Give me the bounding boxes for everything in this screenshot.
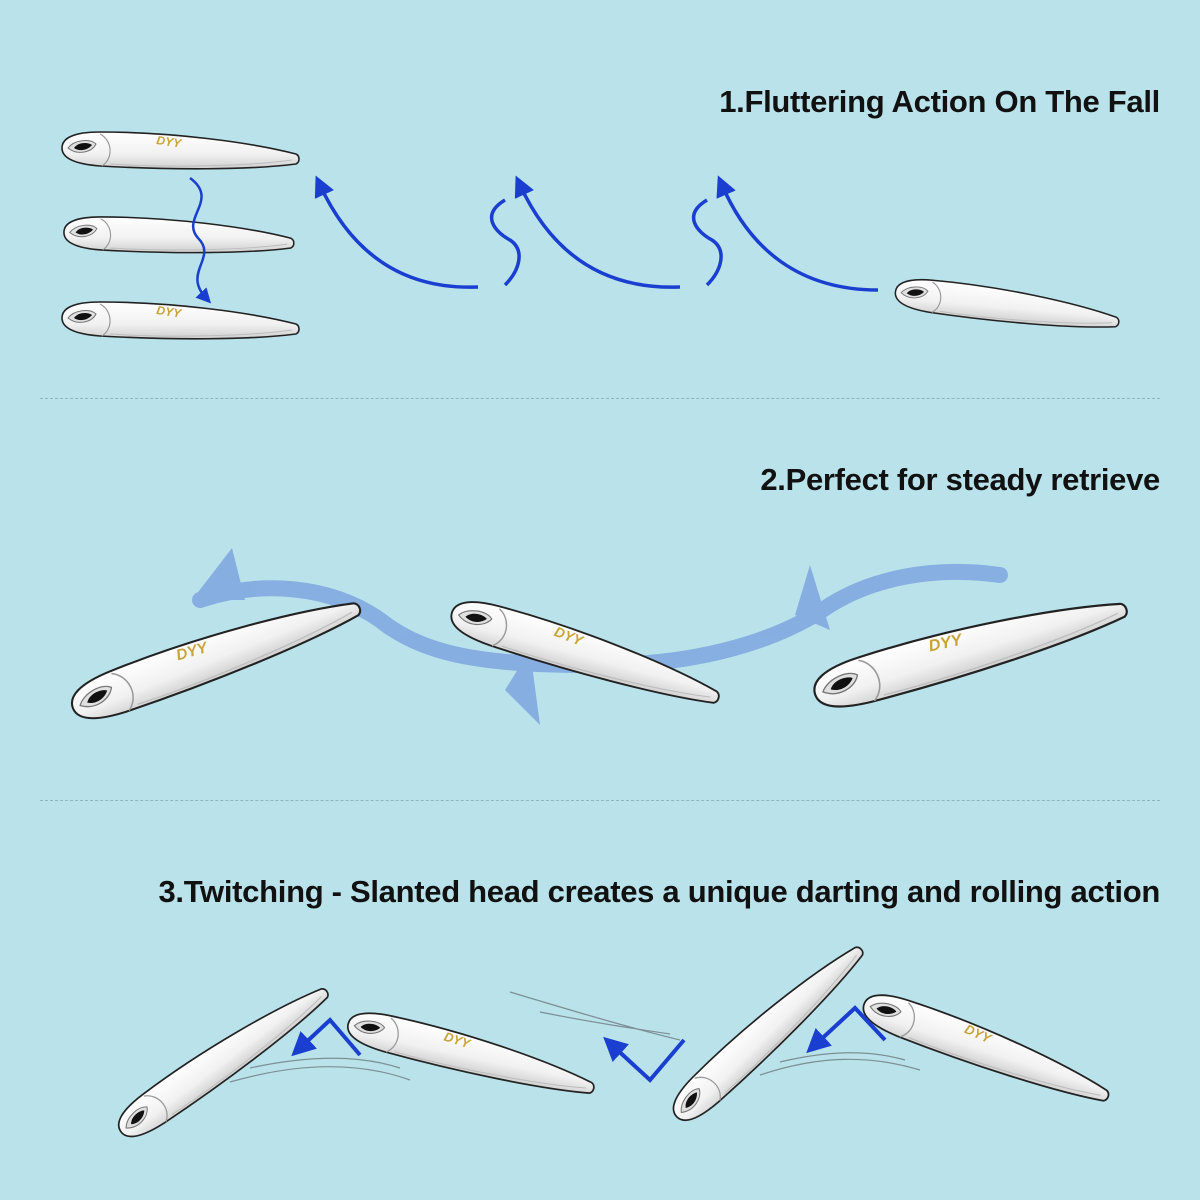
chevron-arrow-icon	[603, 1036, 686, 1083]
lure-icon	[110, 967, 334, 1151]
curved-arrow-icon	[314, 175, 479, 289]
wave-arrow-icon	[692, 198, 723, 287]
wave-arrow-icon	[490, 198, 521, 287]
lure-icon: DYY	[61, 301, 300, 340]
chevron-arrow-icon	[806, 1005, 887, 1054]
lure-icon: DYY	[61, 131, 300, 170]
lure-icon: DYY	[342, 1006, 601, 1100]
section-divider-1	[40, 398, 1160, 399]
section-2-title: 2.Perfect for steady retrieve	[760, 462, 1160, 497]
wave-arrow-icon	[189, 176, 212, 304]
lure-icon	[892, 276, 1122, 333]
curved-arrow-icon	[716, 175, 879, 292]
twitch-water-lines	[229, 991, 921, 1083]
section-divider-2	[40, 800, 1160, 801]
fall-lure-stack: DYY DYY	[61, 131, 300, 340]
section-1-title: 1.Fluttering Action On The Fall	[719, 84, 1160, 119]
brand-label: DYY	[156, 133, 183, 150]
curved-arrow-icon	[514, 175, 681, 289]
section-3-title: 3.Twitching - Slanted head creates a uni…	[158, 874, 1160, 909]
lure-icon	[63, 216, 295, 254]
lure-icon	[664, 928, 870, 1134]
lure-icon: DYY	[856, 986, 1119, 1108]
chevron-arrow-icon	[291, 1017, 362, 1057]
fall-path-arrows	[314, 175, 879, 292]
brand-label: DYY	[156, 303, 183, 320]
twitch-arrows	[291, 1005, 887, 1083]
